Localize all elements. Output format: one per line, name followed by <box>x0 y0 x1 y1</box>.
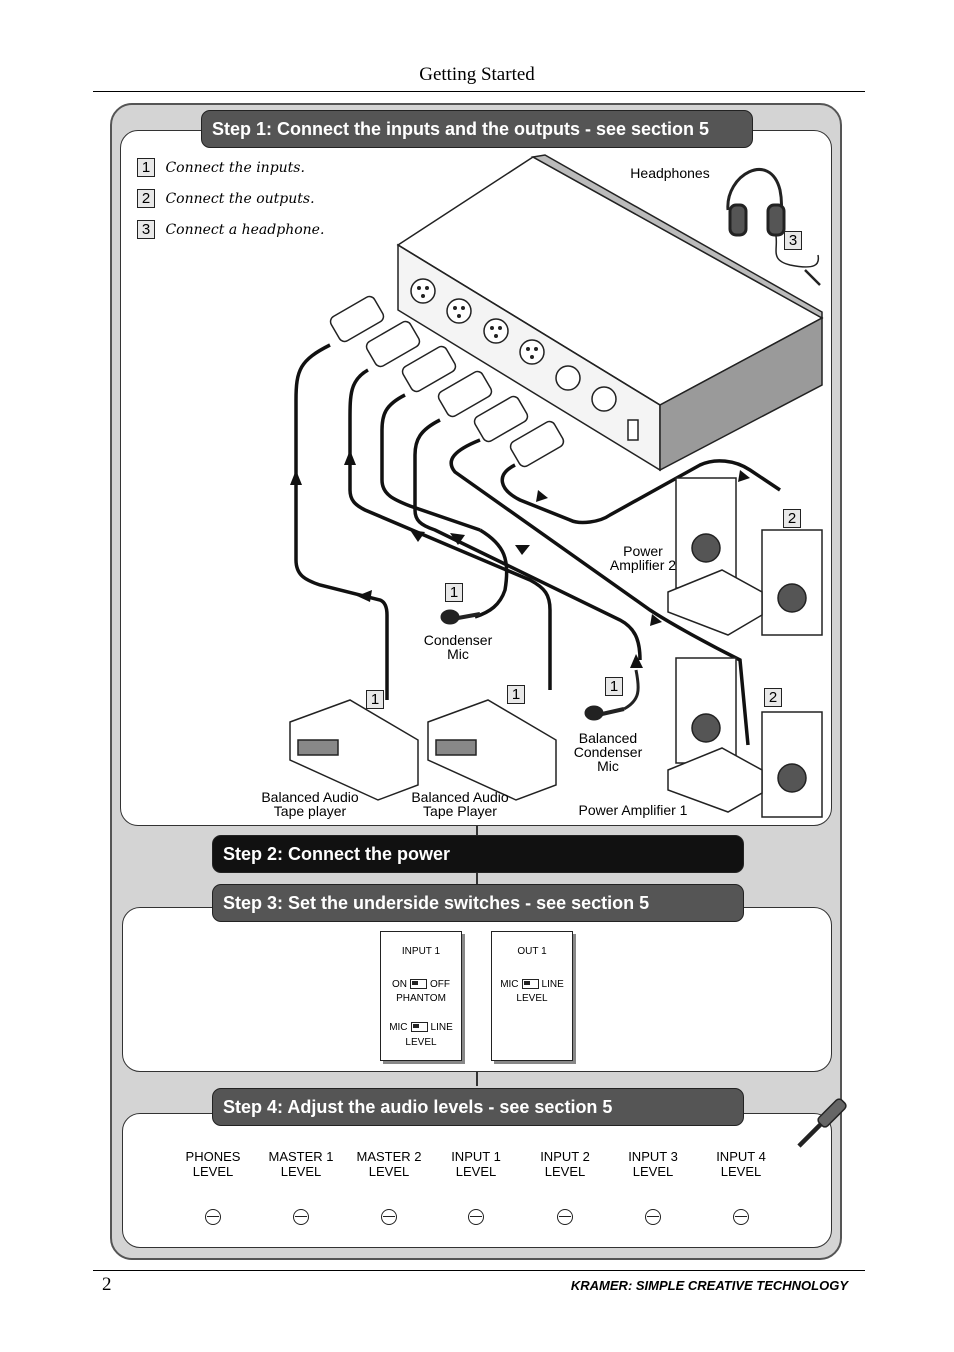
phantom-label: PHANTOM <box>396 993 446 1004</box>
legend-number: 1 <box>137 158 155 177</box>
level-switch <box>521 979 539 990</box>
callout-1: 1 <box>507 685 525 704</box>
level-switch <box>410 1022 428 1033</box>
phantom-switch <box>410 979 427 990</box>
legend-item: 3 Connect a headphone. <box>137 220 324 239</box>
level-label: LEVEL <box>405 1037 437 1048</box>
device-connectors <box>410 278 639 441</box>
input4-level-knob[interactable] <box>733 1209 749 1225</box>
input1-switch-card: INPUT 1 ON OFF PHANTOM MIC LINE LEVEL <box>380 931 462 1061</box>
headphones-graphic <box>726 168 821 286</box>
callout-3: 3 <box>784 231 802 250</box>
mic-label: MIC <box>500 979 519 990</box>
legend-number: 3 <box>137 220 155 239</box>
master1-level-knob[interactable] <box>293 1209 309 1225</box>
step1-title: Step 1: Connect the inputs and the outpu… <box>201 110 753 148</box>
cables <box>294 343 781 746</box>
condenser-mic-label: Condenser Mic <box>423 632 493 662</box>
cable-arrows <box>290 450 750 668</box>
header-divider <box>93 91 865 92</box>
line-label: LINE <box>430 1022 453 1033</box>
callout-2: 2 <box>764 688 782 707</box>
page-header-title: Getting Started <box>419 64 535 85</box>
legend-text: Connect a headphone. <box>165 222 325 238</box>
connection-illustration <box>289 154 824 818</box>
out1-switch-card: OUT 1 MIC LINE LEVEL <box>491 931 573 1061</box>
screwdriver-icon <box>797 1098 847 1148</box>
microphones <box>440 609 640 721</box>
input3-level-knob[interactable] <box>645 1209 661 1225</box>
callout-2: 2 <box>783 509 801 528</box>
on-label: ON <box>392 979 407 990</box>
balanced-mic-label: Balanced Condenser Mic <box>573 730 643 774</box>
xlr-plugs <box>329 295 565 468</box>
power-amp-1-label: Power Amplifier 1 <box>578 802 688 818</box>
step2-title: Step 2: Connect the power <box>212 835 744 873</box>
switch-card-title: INPUT 1 <box>401 946 441 957</box>
legend-item: 2 Connect the outputs. <box>137 189 315 208</box>
level-switch-row: MIC LINE <box>492 979 572 990</box>
tape-player-2-label: Balanced Audio Tape Player <box>411 789 509 819</box>
line-label: LINE <box>541 979 564 990</box>
master2-level-knob[interactable] <box>381 1209 397 1225</box>
step3-title: Step 3: Set the underside switches - see… <box>212 884 744 922</box>
level-label: LEVEL <box>516 993 548 1004</box>
callout-1: 1 <box>445 583 463 602</box>
input2-level-knob[interactable] <box>557 1209 573 1225</box>
audio-device <box>396 154 824 472</box>
power-amp-2-label: Power Amplifier 2 <box>609 543 677 573</box>
footer-brand: KRAMER: SIMPLE CREATIVE TECHNOLOGY <box>570 1278 848 1293</box>
mic-label: MIC <box>389 1022 408 1033</box>
headphones-label: Headphones <box>630 165 710 181</box>
legend-text: Connect the inputs. <box>165 160 305 176</box>
step3-panel <box>122 907 832 1072</box>
page-number: 2 <box>102 1274 112 1295</box>
input1-level-knob[interactable] <box>468 1209 484 1225</box>
off-label: OFF <box>430 979 450 990</box>
phones-level-knob[interactable] <box>205 1209 221 1225</box>
callout-1: 1 <box>366 690 384 709</box>
tape-players <box>289 699 557 801</box>
amplifiers <box>667 569 763 813</box>
callout-1: 1 <box>605 677 623 696</box>
level-switch-row: MIC LINE <box>381 1022 461 1033</box>
footer-divider <box>93 1270 865 1271</box>
switch-card-title: OUT 1 <box>517 946 547 957</box>
step4-title: Step 4: Adjust the audio levels - see se… <box>212 1088 744 1126</box>
speakers <box>675 477 823 818</box>
legend-text: Connect the outputs. <box>165 191 315 207</box>
phantom-switch-row: ON OFF <box>381 979 461 990</box>
step4-panel <box>122 1113 832 1248</box>
legend-number: 2 <box>137 189 155 208</box>
tape-player-1-label: Balanced Audio Tape player <box>261 789 359 819</box>
legend-item: 1 Connect the inputs. <box>137 158 305 177</box>
